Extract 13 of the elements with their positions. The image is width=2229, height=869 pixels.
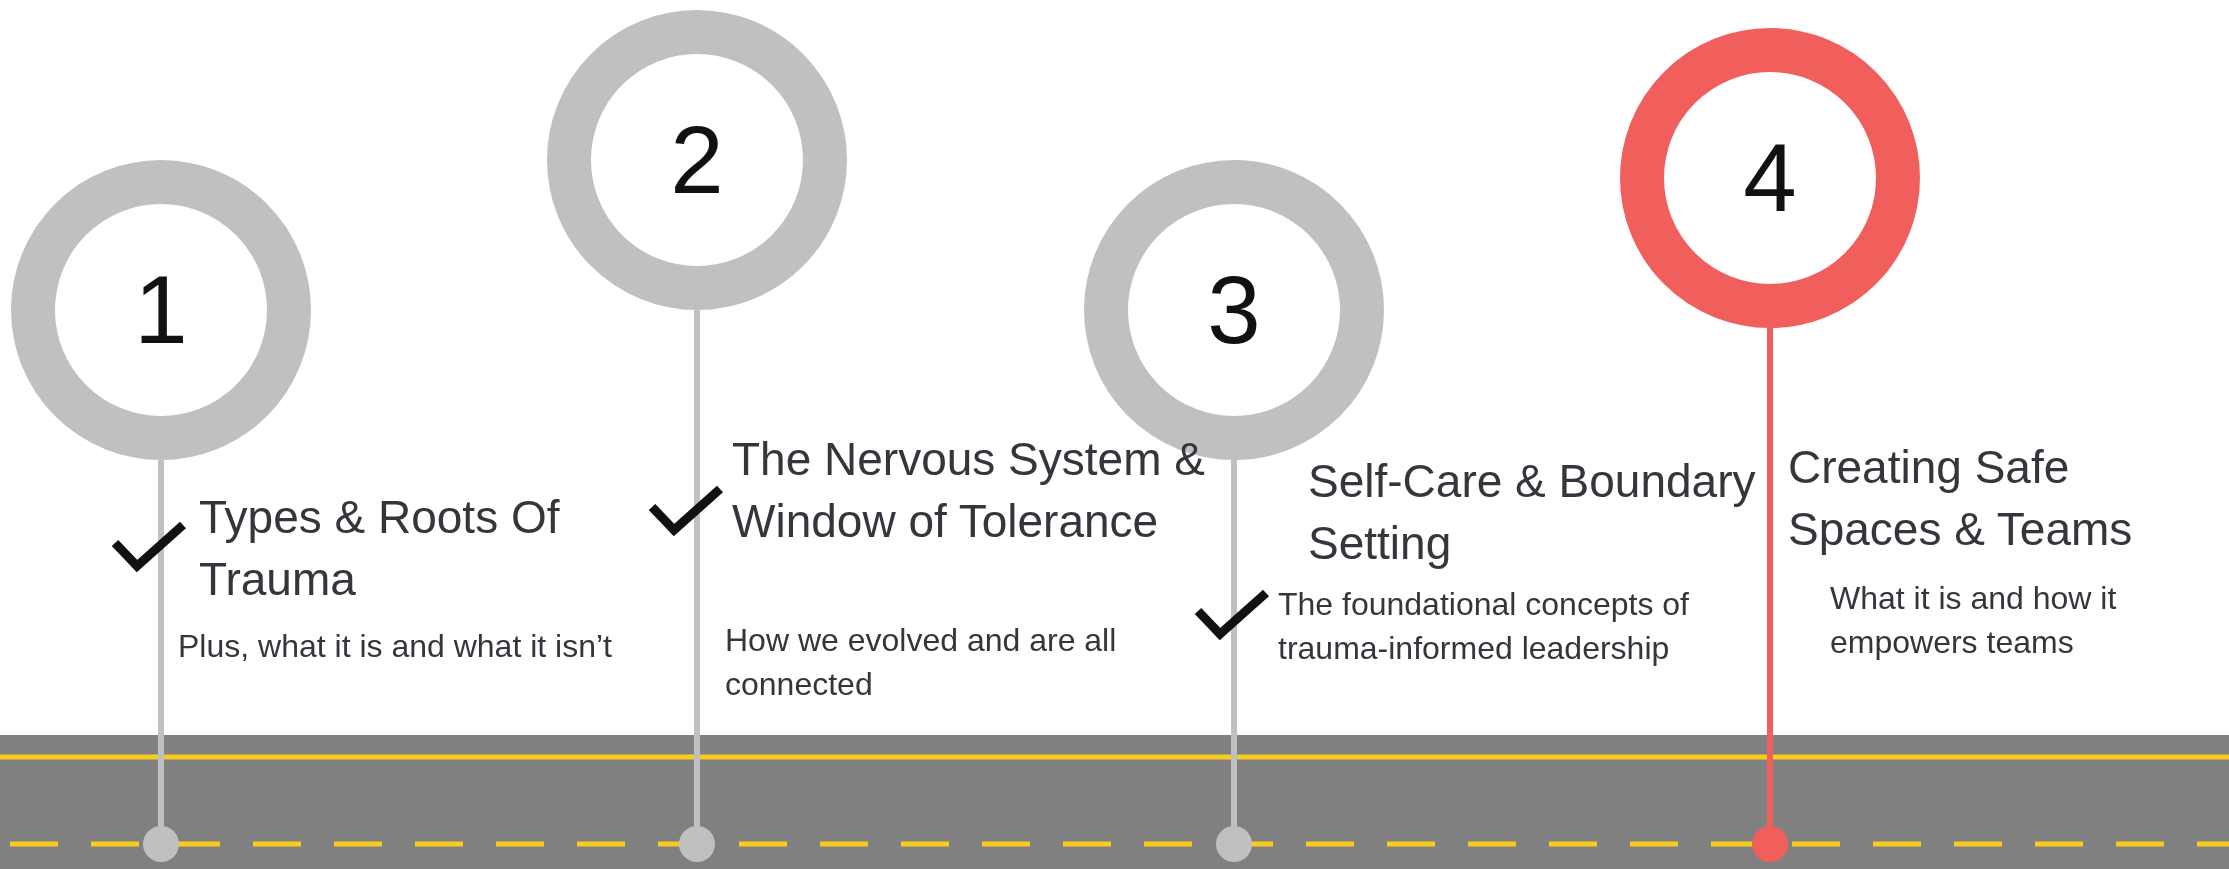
milestone-circle: 4 [1620,28,1920,328]
step-description: Plus, what it is and what it isn’t [178,627,613,666]
step-description: The foundational concepts of trauma-informed leadership [1278,585,1690,668]
pin-stem [158,460,164,826]
step-description: What it is and how it empowers teams [1830,579,2118,662]
milestone-circle: 1 [11,160,311,460]
step-description: How we evolved and are all connected [725,621,1118,704]
step-title: Creating Safe Spaces & Teams [1788,440,2134,557]
pin-stem [1231,460,1237,826]
step-title: Types & Roots Of Trauma [199,490,561,607]
pin-stem [1767,328,1773,826]
milestone-circle: 2 [547,10,847,310]
pin-stem [694,310,700,826]
